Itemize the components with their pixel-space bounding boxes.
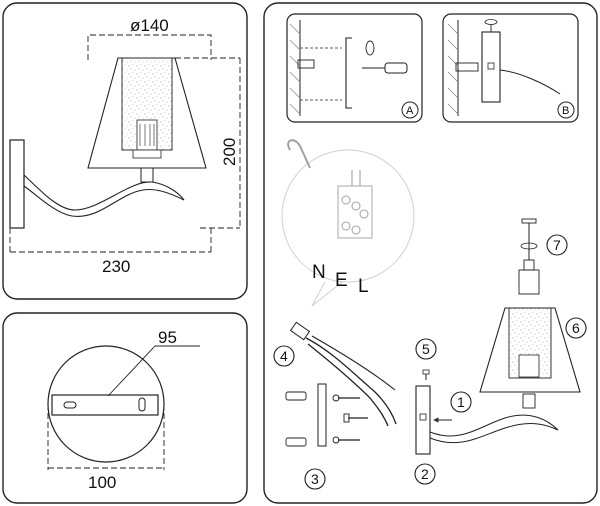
lamp-arm bbox=[23, 173, 185, 217]
lamp-shade-assembled bbox=[429, 307, 581, 444]
wiring-callout bbox=[281, 139, 415, 307]
step-4-label: 4 bbox=[280, 348, 288, 364]
dim-height: 200 bbox=[220, 138, 239, 166]
step-7-label: 7 bbox=[553, 237, 561, 253]
base-disc bbox=[47, 345, 165, 463]
wall-plate bbox=[9, 139, 25, 229]
mounting-bracket bbox=[51, 394, 159, 416]
step-2-label: 2 bbox=[421, 466, 429, 482]
dim-width: 230 bbox=[102, 257, 130, 276]
mounting-hardware bbox=[285, 383, 368, 447]
panel-base-view: 95 100 bbox=[2, 312, 248, 504]
step-5-label: 5 bbox=[422, 341, 430, 357]
dim-diameter: ø140 bbox=[130, 16, 169, 35]
detail-a-badge bbox=[401, 101, 419, 119]
dim-bracket-length: 95 bbox=[158, 328, 177, 347]
detail-a-label: A bbox=[406, 105, 414, 117]
dim-base-diameter: 100 bbox=[88, 473, 116, 492]
wire-label-l: L bbox=[358, 276, 371, 297]
wall-base-part bbox=[415, 385, 452, 455]
detail-b: B bbox=[442, 13, 579, 123]
terminal-connector bbox=[289, 321, 397, 427]
step-badges: 1 2 3 4 5 6 7 bbox=[273, 234, 587, 490]
set-screw bbox=[422, 369, 430, 380]
detail-a: A bbox=[286, 13, 423, 123]
step-1-label: 1 bbox=[457, 394, 465, 410]
step-3-label: 3 bbox=[311, 471, 319, 487]
panel-installation: A B bbox=[263, 2, 598, 504]
step-6-label: 6 bbox=[572, 320, 580, 336]
wire-label-e: E bbox=[335, 270, 350, 291]
shade-top-part bbox=[518, 218, 540, 295]
panel-side-view: ø140 200 230 bbox=[2, 2, 248, 300]
wire-label-n: N bbox=[312, 262, 328, 283]
detail-b-badge bbox=[557, 101, 575, 119]
detail-b-label: B bbox=[562, 105, 569, 117]
